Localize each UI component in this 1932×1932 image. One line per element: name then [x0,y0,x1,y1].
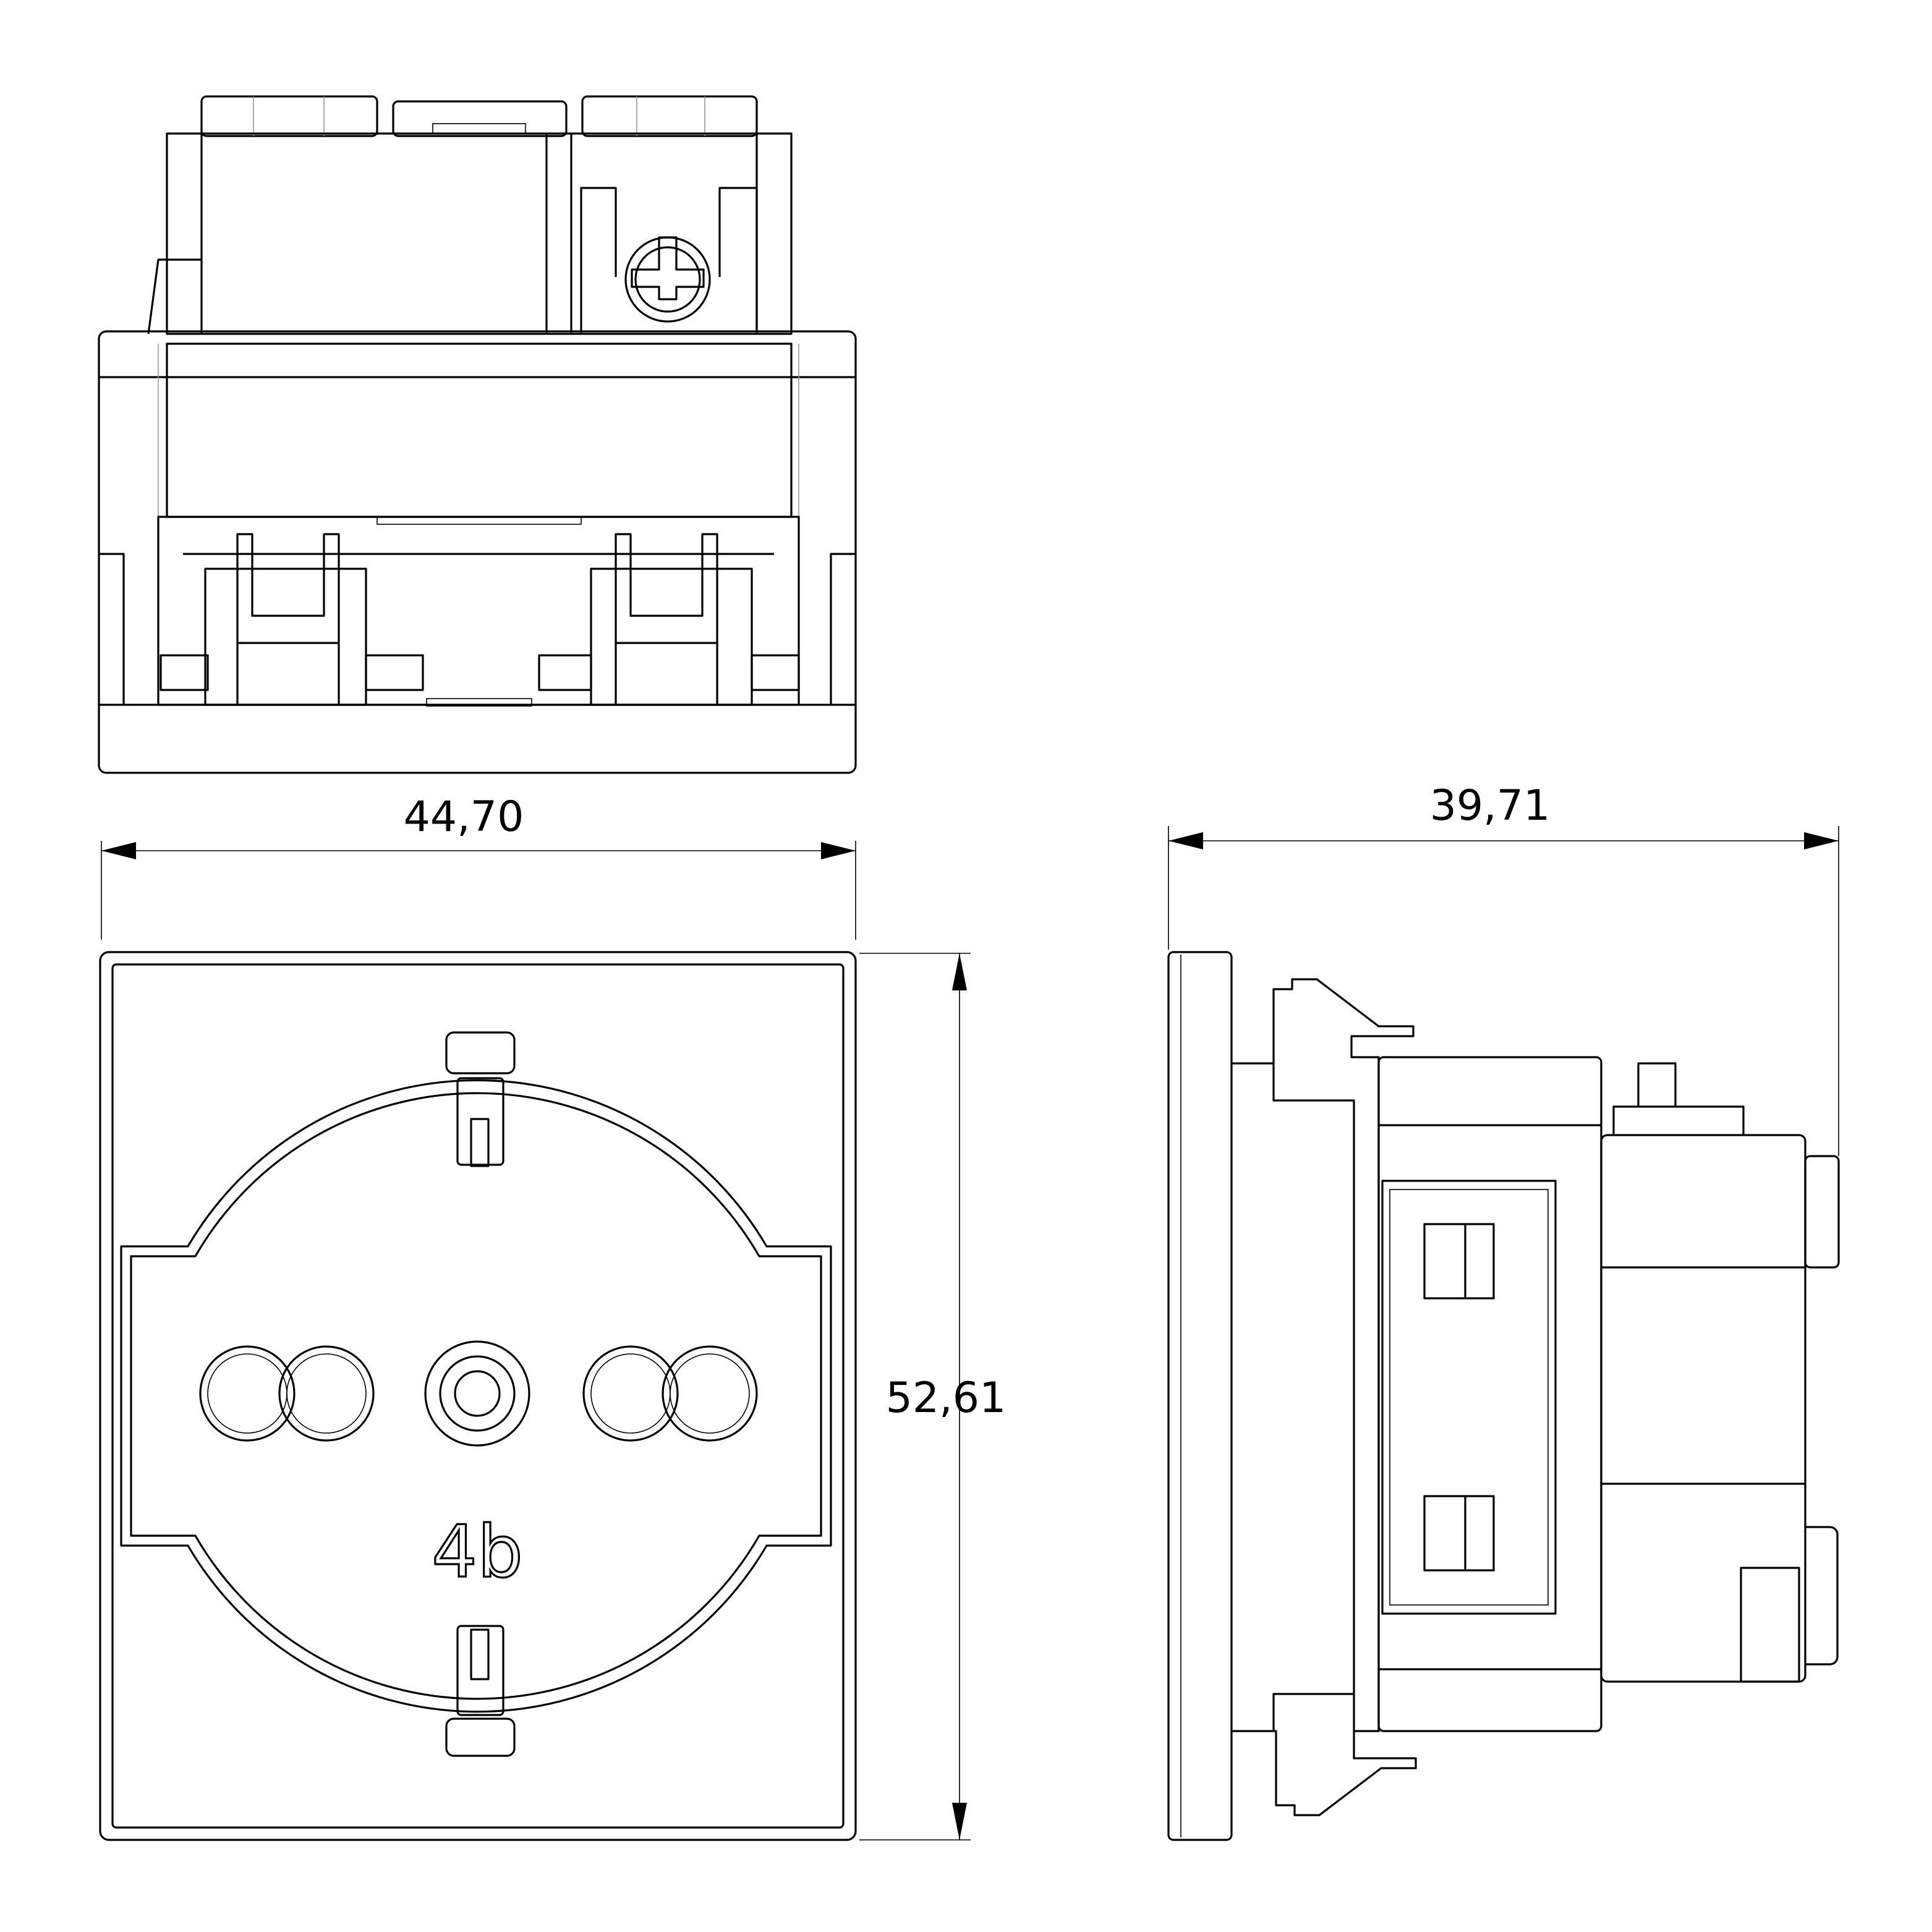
width-label: 44,70 [404,793,524,841]
brand-logo: 4b [432,1510,522,1594]
height-label: 52,61 [886,1374,1006,1423]
socket-hole-center [424,1340,530,1447]
terminal-screw-icon [624,236,711,323]
front-view: 4b [99,951,857,1841]
dimension-depth: 39,71 [1168,781,1839,1156]
dimension-width: 44,70 [101,793,856,940]
socket-hole-right [582,1345,758,1442]
side-view [1167,951,1840,1841]
top-view [98,95,857,774]
dimension-height: 52,61 [859,953,1006,1841]
depth-label: 39,71 [1430,781,1551,830]
socket-hole-left [199,1345,375,1442]
